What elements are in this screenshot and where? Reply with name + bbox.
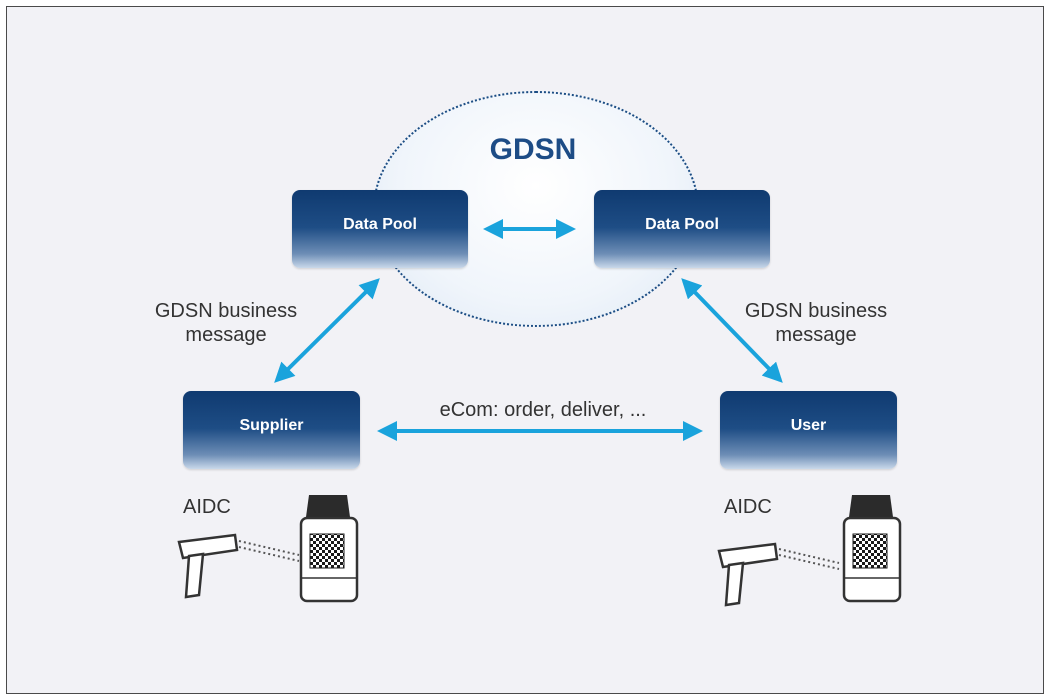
aidc-right-label: AIDC: [724, 496, 772, 518]
bottle-right-icon: [842, 495, 902, 603]
data-pool-right-box: Data Pool: [594, 190, 770, 268]
aidc-left-label: AIDC: [183, 496, 231, 518]
gdsn-cloud-label: GDSN: [489, 133, 577, 166]
scan-beam-left: [238, 540, 300, 562]
diagram-overlay: [177, 219, 902, 607]
arrow-supplier-data-pool: [274, 278, 380, 383]
data-pool-left-label: Data Pool: [343, 216, 417, 233]
supplier-box: Supplier: [183, 391, 360, 469]
data-pool-right-label: Data Pool: [645, 216, 719, 233]
arrow-user-data-pool: [681, 278, 783, 383]
business-message-left-label: GDSN business message: [154, 300, 298, 346]
scan-beam-right: [778, 548, 840, 570]
bottle-left-icon: [299, 495, 359, 603]
ecom-label: eCom: order, deliver, ...: [439, 399, 647, 421]
barcode-scanner-right-icon: [717, 542, 779, 607]
data-pool-left-box: Data Pool: [292, 190, 468, 268]
diagram-frame: GDSN Data Pool Data Pool Supplier User G…: [6, 6, 1044, 694]
user-label: User: [790, 417, 827, 434]
supplier-label: Supplier: [239, 417, 304, 434]
user-box: User: [720, 391, 897, 469]
barcode-scanner-left-icon: [177, 533, 239, 599]
